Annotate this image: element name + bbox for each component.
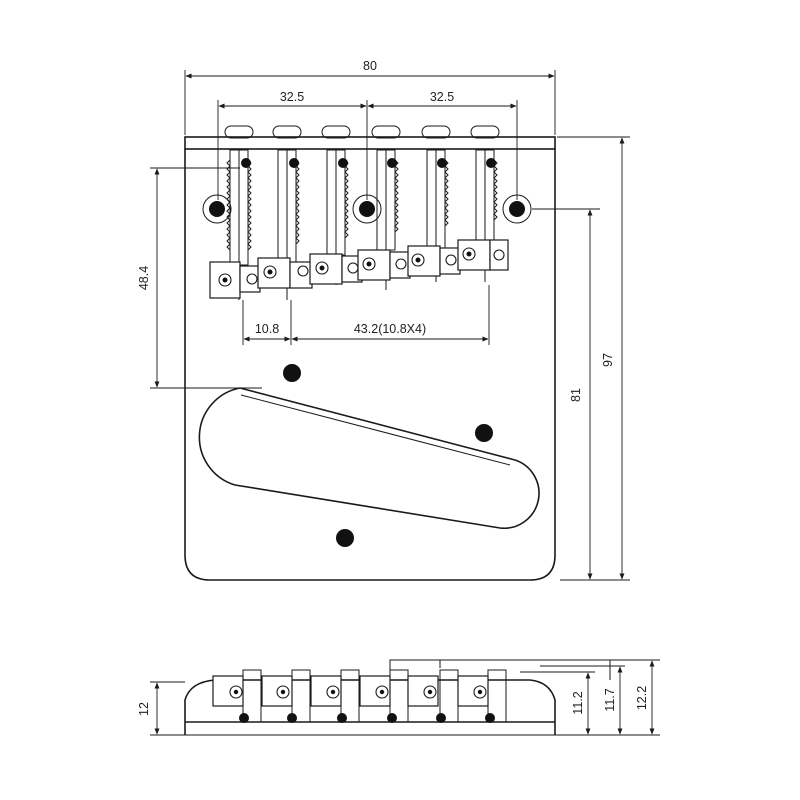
pickup-slot — [198, 387, 540, 530]
mounting-holes — [202, 194, 532, 547]
dim-height-b: 11.7 — [603, 688, 617, 711]
dim-saddle-offset: 48.4 — [137, 266, 151, 290]
top-view — [184, 125, 556, 581]
dim-saddle-spacing-total: 43.2(10.8X4) — [354, 322, 426, 336]
dimension-lines — [150, 70, 630, 581]
intonation-screws — [226, 149, 498, 300]
side-dimension-lines — [150, 659, 660, 736]
saddles — [209, 239, 509, 299]
saddle-3 — [309, 253, 363, 285]
base-plate — [184, 149, 556, 581]
rear-lip — [184, 136, 556, 150]
dimension-labels: 80 32.5 32.5 48.4 10.8 43.2(10.8X4) 81 9… — [137, 59, 615, 402]
dim-side-height: 12 — [137, 702, 151, 716]
dim-string-spacing-right: 32.5 — [430, 90, 454, 104]
saddle-2 — [257, 257, 313, 289]
saddle-4 — [357, 249, 411, 281]
dim-overall-width: 80 — [363, 59, 377, 73]
side-dimension-labels: 12 11.2 11.7 12.2 — [137, 686, 649, 716]
dim-overall-length: 97 — [601, 353, 615, 367]
saddle-5 — [407, 245, 461, 277]
dim-height-c: 12.2 — [635, 686, 649, 710]
side-saddles — [212, 669, 507, 723]
dim-string-spacing-left: 32.5 — [280, 90, 304, 104]
saddle-1 — [209, 261, 261, 299]
string-slots — [224, 125, 500, 139]
dim-height-a: 11.2 — [571, 691, 585, 714]
dim-first-saddle-spacing: 10.8 — [255, 322, 279, 336]
dim-plate-length: 81 — [569, 388, 583, 402]
saddle-6 — [457, 239, 509, 271]
side-view — [184, 659, 611, 736]
